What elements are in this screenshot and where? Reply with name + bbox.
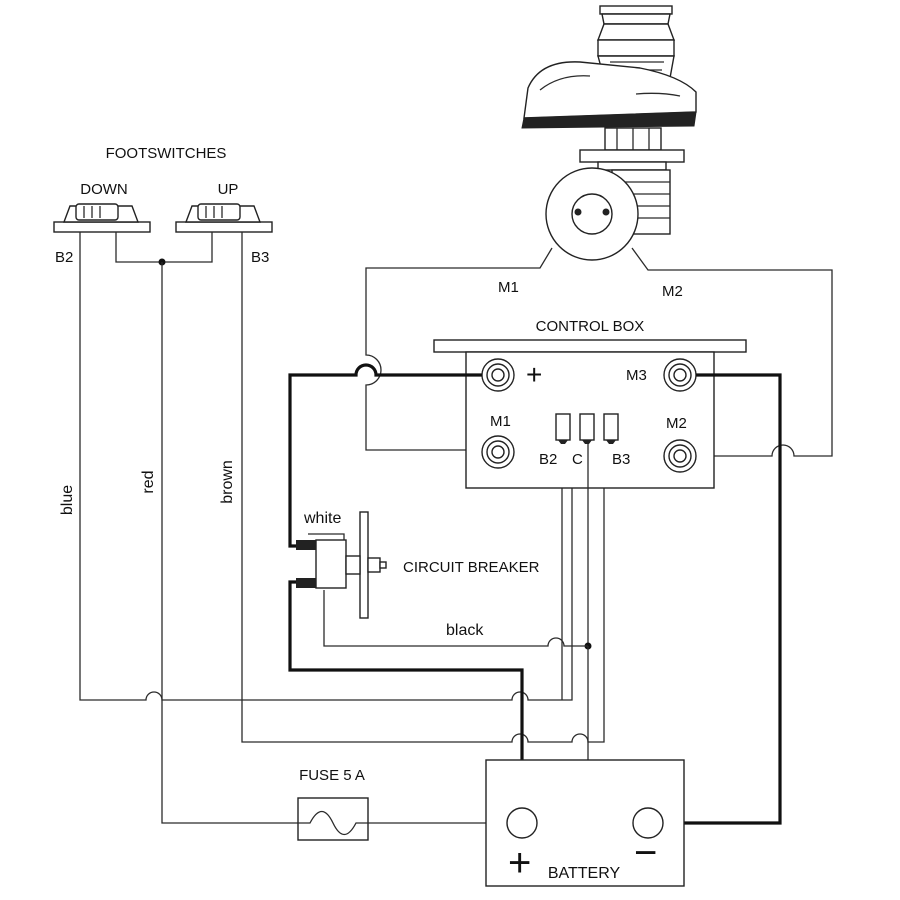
battery-icon [485, 759, 685, 887]
battery-plus-label: + [508, 841, 531, 885]
box-m1-label: M1 [490, 413, 511, 430]
control-box-label: CONTROL BOX [536, 318, 645, 335]
footswitch-up-icon [175, 203, 273, 233]
battery-minus-label: − [634, 831, 657, 875]
wire-m1 [365, 247, 553, 451]
motor-m2-label: M2 [662, 283, 683, 300]
control-box [433, 339, 747, 489]
b2-left-label: B2 [55, 249, 73, 266]
down-label: DOWN [80, 181, 128, 198]
box-m2-label: M2 [666, 415, 687, 432]
wire-blue [79, 232, 573, 701]
wire-m3 [662, 373, 782, 825]
wire-white-label: white [303, 510, 341, 527]
up-label: UP [218, 181, 239, 198]
wire-black [323, 590, 588, 647]
wire-black-label: black [446, 622, 484, 639]
windlass-icon [521, 5, 697, 261]
wire-positive [288, 363, 482, 548]
m3-label: M3 [626, 367, 647, 384]
footswitch-down-icon [53, 203, 151, 233]
box-b2-label: B2 [539, 451, 557, 468]
footswitches-label: FOOTSWITCHES [106, 145, 227, 162]
wire-brown [241, 232, 605, 743]
terminal-plus [481, 358, 515, 392]
box-c-label: C [572, 451, 583, 468]
motor-m1-label: M1 [498, 279, 519, 296]
wire-red [161, 262, 298, 824]
plus-terminal-label: + [526, 359, 542, 390]
battery-label: BATTERY [548, 865, 621, 882]
wire-red-label: red [140, 470, 157, 493]
wire-brown-label: brown [219, 460, 236, 504]
terminal-m1 [481, 435, 515, 469]
circuit-breaker-label: CIRCUIT BREAKER [403, 559, 540, 576]
wire-m2 [631, 247, 833, 457]
b3-left-label: B3 [251, 249, 269, 266]
fuse-icon [297, 797, 369, 841]
fuse-label: FUSE 5 A [299, 767, 365, 784]
terminal-m3 [663, 358, 697, 392]
terminal-m2 [663, 439, 697, 473]
box-b3-label: B3 [612, 451, 630, 468]
wire-blue-label: blue [59, 485, 76, 515]
circuit-breaker-icon [296, 511, 387, 619]
